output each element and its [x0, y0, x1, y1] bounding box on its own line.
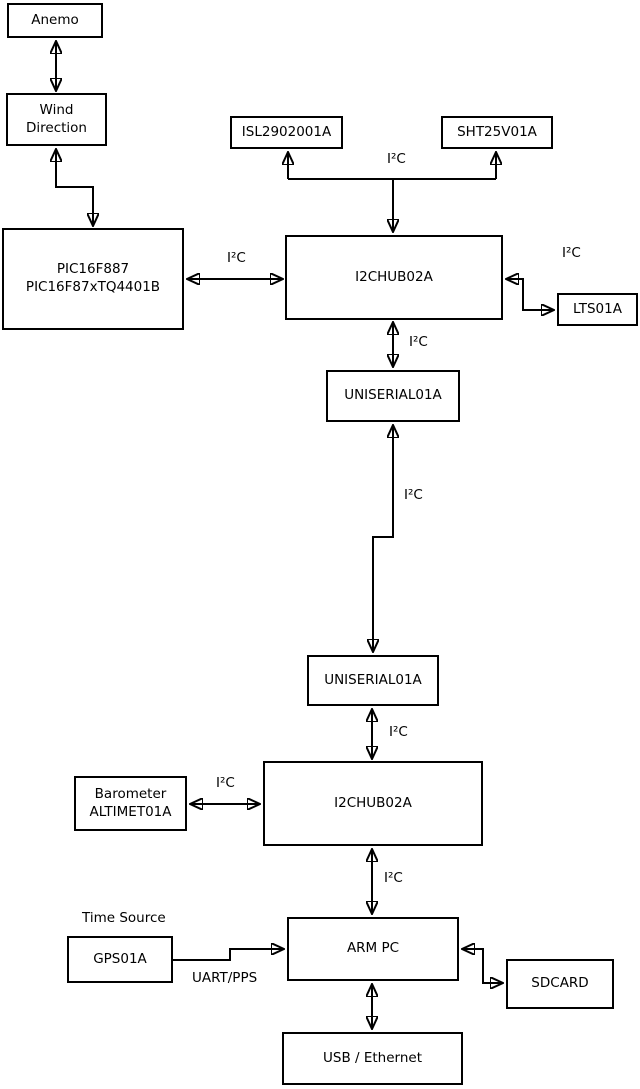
edge-label-i2c-uniserial-link: I²C [404, 487, 423, 503]
box-usb-ethernet-label: USB / Ethernet [323, 1049, 422, 1066]
box-lts01a: LTS01A [557, 293, 638, 326]
box-gps01a-label: GPS01A [93, 950, 147, 967]
box-wind-direction-label-line2: Direction [26, 119, 87, 136]
edge-label-i2c-baro-hub2: I²C [216, 775, 235, 791]
box-pic16f887-label-line1: PIC16F887 [56, 261, 130, 278]
box-isl2902001a: ISL2902001A [230, 116, 343, 149]
box-usb-ethernet: USB / Ethernet [282, 1032, 463, 1085]
box-uniserial01a-upper-label: UNISERIAL01A [344, 387, 442, 404]
box-i2chub02a-upper-label: I2CHUB02A [355, 268, 433, 285]
box-pic16f887: PIC16F887 PIC16F87xTQ4401B [2, 228, 184, 330]
box-lts01a-label: LTS01A [573, 300, 622, 317]
box-gps01a: GPS01A [67, 936, 173, 983]
connector-i2chub-upper-lts01a [506, 279, 554, 310]
box-barometer-label-line1: Barometer [94, 785, 167, 802]
edge-label-i2c-hub-uniserial: I²C [409, 334, 428, 350]
edge-label-i2c-sensor-branch: I²C [387, 151, 406, 167]
box-barometer-label-line2: ALTIMET01A [89, 803, 172, 820]
box-pic16f887-label-line2: PIC16F87xTQ4401B [25, 279, 161, 295]
edge-label-uart-pps: UART/PPS [192, 970, 258, 986]
box-sht25v01a: SHT25V01A [441, 116, 553, 149]
box-sdcard-label: SDCARD [531, 975, 589, 992]
box-sht25v01a-label: SHT25V01A [457, 123, 537, 140]
box-barometer-altimet01a: Barometer ALTIMET01A [74, 776, 187, 831]
box-anemo-label: Anemo [31, 11, 79, 28]
annotation-time-source: Time Source [82, 910, 166, 926]
box-uniserial01a-lower-label: UNISERIAL01A [324, 671, 422, 688]
box-i2chub02a-upper: I2CHUB02A [285, 235, 503, 320]
connector-winddirection-pic [56, 149, 93, 226]
box-i2chub02a-lower: I2CHUB02A [263, 761, 483, 846]
box-sdcard: SDCARD [506, 959, 614, 1009]
connector-uniserial-upper-uniserial-lower [373, 425, 393, 652]
box-arm-pc-label: ARM PC [346, 940, 400, 957]
box-wind-direction-label-line1: Wind [39, 101, 74, 118]
edge-label-i2c-hub2-armpc: I²C [384, 870, 403, 886]
connector-gps-armpc [173, 949, 284, 961]
box-i2chub02a-lower-label: I2CHUB02A [334, 794, 412, 811]
box-uniserial01a-lower: UNISERIAL01A [307, 655, 439, 706]
box-anemo: Anemo [7, 3, 103, 38]
connector-armpc-sdcard [462, 949, 503, 983]
box-isl2902001a-label: ISL2902001A [241, 123, 332, 140]
edge-label-i2c-hub-lts: I²C [562, 245, 581, 261]
edge-label-i2c-pic-hub: I²C [227, 250, 246, 266]
box-uniserial01a-upper: UNISERIAL01A [326, 370, 460, 422]
box-wind-direction: Wind Direction [6, 93, 107, 146]
edge-label-i2c-uniserial-hub2: I²C [389, 724, 408, 740]
box-arm-pc: ARM PC [287, 917, 459, 981]
